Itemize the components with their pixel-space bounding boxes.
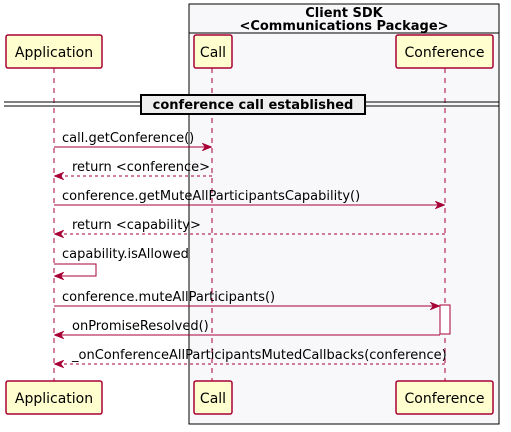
participant-call-label-top: Call bbox=[200, 45, 226, 61]
participant-call-label-bottom: Call bbox=[200, 391, 226, 407]
divider-box bbox=[140, 94, 366, 115]
message-is-allowed: capability.isAllowed bbox=[54, 247, 189, 276]
messages: call.getConference() return <conference>… bbox=[54, 131, 447, 364]
participant-application-label-bottom: Application bbox=[15, 391, 93, 407]
participants-bottom: Application Call Conference bbox=[5, 380, 494, 415]
participant-conference-top: Conference bbox=[395, 34, 494, 69]
participant-call-top: Call bbox=[193, 34, 233, 69]
message-mute-all-participants: conference.muteAllParticipants() bbox=[54, 290, 439, 306]
package-group-title-line2: <Communications Package> bbox=[239, 19, 448, 34]
message-return-capability: return <capability> bbox=[55, 218, 445, 234]
message-return-conference: return <conference> bbox=[55, 160, 212, 176]
message-label: _onConferenceAllParticipantsMutedCallbac… bbox=[71, 348, 447, 363]
participant-application-bottom: Application bbox=[5, 380, 103, 415]
package-group-box bbox=[188, 3, 500, 425]
participant-application-label-top: Application bbox=[15, 45, 93, 61]
participants-top: Application Call Conference bbox=[5, 34, 494, 69]
message-label: return <capability> bbox=[72, 218, 201, 233]
message-get-mute-capability: conference.getMuteAllParticipantsCapabil… bbox=[54, 189, 444, 205]
message-label: call.getConference() bbox=[62, 131, 194, 146]
message-label: conference.getMuteAllParticipantsCapabil… bbox=[62, 189, 360, 204]
participant-conference-bottom: Conference bbox=[395, 380, 494, 415]
package-group-title-line1: Client SDK bbox=[305, 6, 383, 21]
package-group: Client SDK <Communications Package> bbox=[188, 3, 500, 425]
message-label: capability.isAllowed bbox=[62, 247, 189, 262]
message-label: onPromiseResolved() bbox=[72, 319, 209, 334]
message-on-promise-resolved: onPromiseResolved() bbox=[55, 319, 440, 335]
message-label: conference.muteAllParticipants() bbox=[62, 290, 275, 305]
message-get-conference: call.getConference() bbox=[54, 131, 211, 147]
participant-conference-label-top: Conference bbox=[404, 45, 484, 61]
activation-bar-conference bbox=[439, 304, 451, 335]
message-label: return <conference> bbox=[72, 160, 210, 175]
participant-call-bottom: Call bbox=[193, 380, 233, 415]
participant-conference-label-bottom: Conference bbox=[404, 391, 484, 407]
divider-label: conference call established bbox=[153, 98, 354, 113]
participant-application-top: Application bbox=[5, 34, 103, 69]
divider: conference call established bbox=[4, 94, 499, 115]
message-muted-callbacks: _onConferenceAllParticipantsMutedCallbac… bbox=[55, 348, 447, 364]
